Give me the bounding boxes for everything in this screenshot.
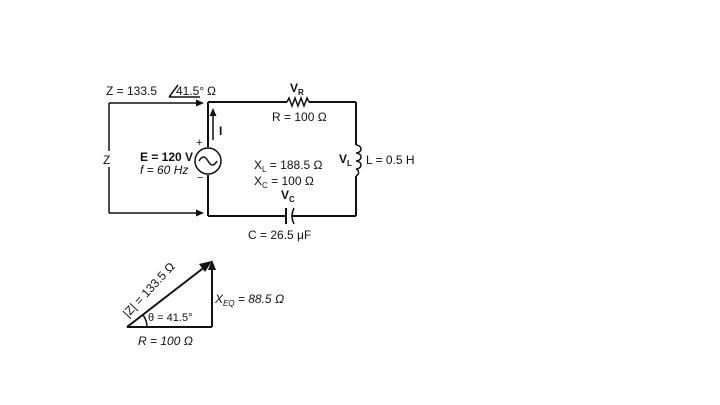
vl-label: VL [339, 152, 352, 168]
current-arrow-head [209, 108, 217, 116]
theta-arc [142, 314, 148, 328]
hypotenuse-arrowhead [199, 261, 212, 272]
source-minus-sign: − [197, 172, 203, 184]
resistor-symbol [286, 95, 310, 109]
sine-wave-icon [198, 156, 218, 166]
vertical-arrowhead [208, 260, 216, 270]
theta-label: θ = 41.5° [148, 312, 192, 324]
base-label: R = 100 Ω [138, 334, 193, 348]
capacitor-value: C = 26.5 μF [248, 228, 311, 242]
vc-label: VC [281, 188, 295, 204]
capacitor-plate-right [291, 207, 295, 225]
inductor-symbol [355, 144, 362, 177]
impedance-prefix-text: Z = 133.5 [106, 84, 157, 98]
source-plus-sign: + [196, 137, 202, 149]
current-label: I [219, 124, 222, 138]
xc-value: XC = 100 Ω [254, 174, 314, 190]
vr-label: VR [290, 81, 304, 97]
z-bracket-top-arrowhead [196, 99, 204, 107]
xeq-label: XEQ = 88.5 Ω [214, 292, 284, 308]
source-frequency: f = 60 Hz [140, 163, 188, 177]
inductor-value: L = 0.5 H [366, 153, 415, 167]
ac-source-symbol [194, 147, 222, 175]
resistor-value: R = 100 Ω [272, 110, 327, 124]
z-side-label: Z [103, 153, 110, 167]
xl-value: XL = 188.5 Ω [254, 158, 323, 174]
impedance-angle-text: 41.5° [176, 84, 204, 98]
impedance-unit-text: Ω [207, 84, 216, 98]
triangle-hypotenuse [126, 265, 207, 328]
z-label-backdrop [100, 151, 118, 167]
angle-symbol-slash [168, 84, 179, 98]
z-bracket-bottom-arrowhead [196, 209, 204, 217]
source-voltage: E = 120 V [140, 150, 193, 164]
